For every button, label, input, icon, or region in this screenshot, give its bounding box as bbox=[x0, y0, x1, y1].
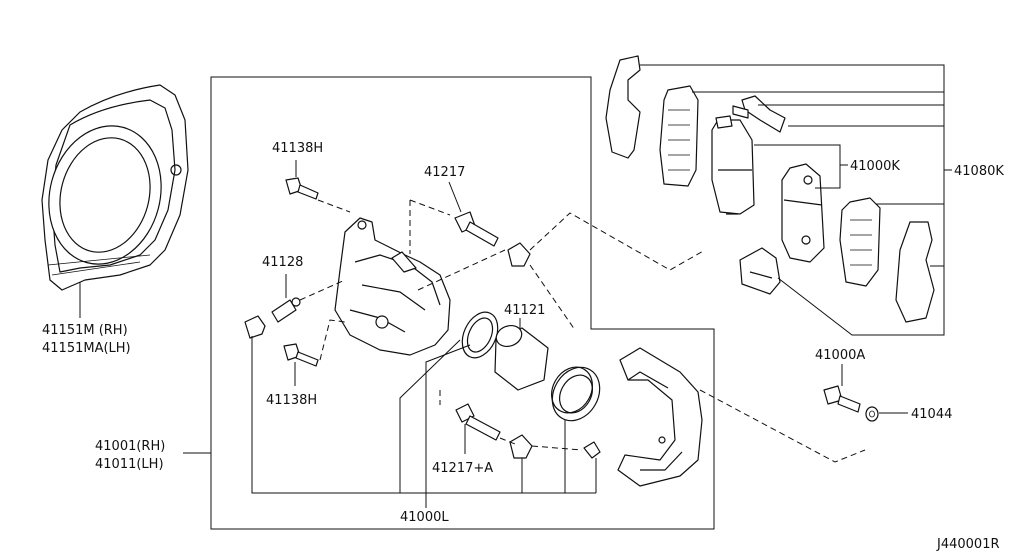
pad-hardware-kit-leader-lines bbox=[640, 64, 952, 336]
caliper-body-drawing bbox=[334, 217, 451, 356]
label-sleeve-bolt-lower: 41138H bbox=[266, 393, 317, 408]
pad-kit-leader-lines bbox=[754, 144, 848, 189]
small-bushing-drawing bbox=[583, 441, 601, 459]
pin-boot-lower-drawing bbox=[509, 434, 533, 459]
alignment-dashed-lines bbox=[299, 199, 866, 463]
diagram-id: J440001R bbox=[936, 537, 1000, 552]
dust-shield-drawing bbox=[41, 84, 189, 318]
label-seal-kit: 41000L bbox=[400, 510, 449, 525]
label-caliper-assembly-rh: 41001(RH) bbox=[95, 439, 165, 454]
label-sleeve-bolt-upper: 41138H bbox=[272, 141, 323, 156]
label-caliper-assembly-lh: 41011(LH) bbox=[95, 457, 164, 472]
guide-pin-lower-drawing bbox=[455, 403, 501, 454]
label-washer: 41044 bbox=[911, 407, 952, 422]
label-mounting-bolt: 41000A bbox=[815, 348, 865, 363]
label-guide-pin-upper: 41217 bbox=[424, 165, 465, 180]
label-dust-shield-rh: 41151M (RH) bbox=[42, 323, 128, 338]
pad-hardware-drawing bbox=[605, 55, 935, 323]
piston-boot-drawing bbox=[551, 366, 601, 422]
sleeve-bolt-lower-drawing bbox=[283, 343, 319, 386]
caliper-assembly-frame bbox=[210, 76, 715, 530]
bleeder-screw-drawing bbox=[271, 274, 301, 323]
washer-drawing bbox=[865, 406, 908, 422]
label-piston: 41121 bbox=[504, 303, 545, 318]
piston-drawing bbox=[494, 318, 549, 391]
label-dust-shield-lh: 41151MA(LH) bbox=[42, 341, 131, 356]
sleeve-bolt-upper-drawing bbox=[285, 160, 319, 200]
label-pad-kit: 41000K bbox=[850, 159, 900, 174]
label-guide-pin-lower: 41217+A bbox=[432, 461, 493, 476]
bleeder-cap-drawing bbox=[244, 315, 266, 339]
piston-seal-drawing bbox=[461, 311, 499, 359]
pin-boot-upper-drawing bbox=[507, 242, 531, 267]
label-pad-hardware-kit: 41080K bbox=[954, 164, 1004, 179]
torque-member-drawing bbox=[617, 347, 703, 487]
mounting-bolt-drawing bbox=[823, 364, 861, 413]
seal-kit-leader-lines bbox=[251, 336, 597, 508]
guide-pin-upper-drawing bbox=[448, 181, 499, 247]
label-bleeder: 41128 bbox=[262, 255, 303, 270]
